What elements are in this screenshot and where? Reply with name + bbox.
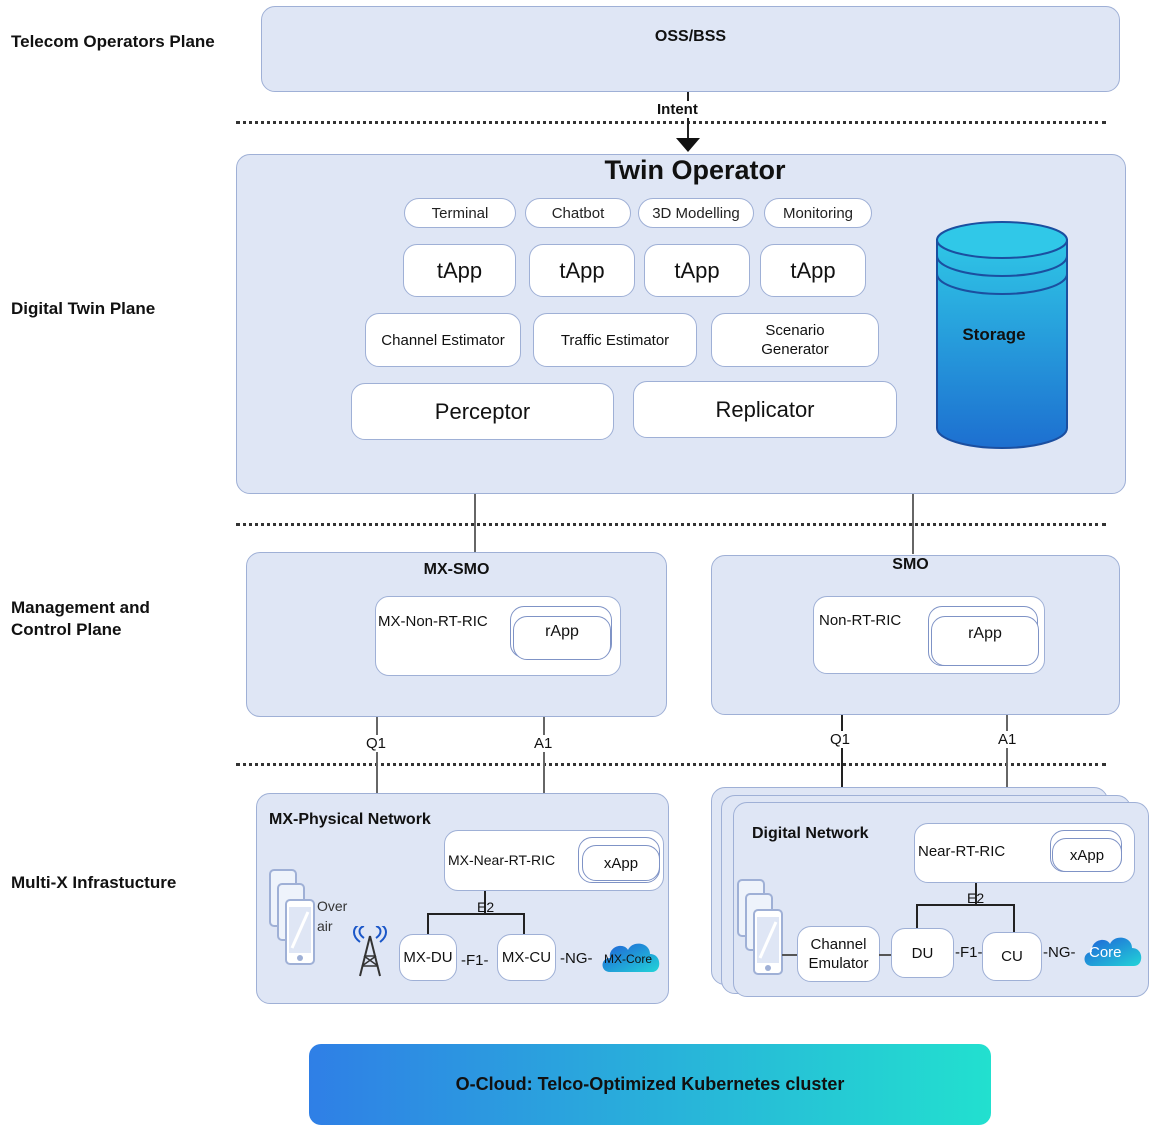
q1-label: Q1 xyxy=(828,731,853,748)
connector-line xyxy=(912,494,914,554)
tapp-box[interactable]: tApp xyxy=(644,244,750,297)
e2-link xyxy=(427,913,429,935)
e2-link xyxy=(1013,904,1015,932)
traffic-estimator-box[interactable]: Traffic Estimator xyxy=(533,313,697,367)
mx-cu-box[interactable]: MX-CU xyxy=(497,934,556,981)
perceptor-box[interactable]: Perceptor xyxy=(351,383,614,440)
oss-bss-panel[interactable] xyxy=(261,6,1120,92)
smo-title: SMO xyxy=(892,556,929,573)
ng-label: -NG- xyxy=(560,950,593,967)
e2-bracket xyxy=(916,904,1014,906)
a1-link xyxy=(543,717,545,793)
e2-link xyxy=(975,883,977,905)
mx-core-label: MX-Core xyxy=(604,952,653,966)
arrow-down-icon xyxy=(676,138,700,152)
e2-link xyxy=(484,891,486,914)
antenna-tower-icon xyxy=(353,926,387,977)
digital-network-title: Digital Network xyxy=(752,825,869,842)
e2-label: E2 xyxy=(967,890,985,906)
rapp-box[interactable]: rApp xyxy=(513,616,611,660)
e2-bracket xyxy=(427,913,524,915)
q1-link xyxy=(376,717,378,793)
core-cloud-icon[interactable] xyxy=(1080,928,1146,978)
connector-line xyxy=(782,954,798,956)
o-cloud-bar[interactable]: O-Cloud: Telco-Optimized Kubernetes clus… xyxy=(309,1044,991,1125)
tapp-box[interactable]: tApp xyxy=(529,244,635,297)
storage-label: Storage xyxy=(962,325,1026,344)
plane-label-multix: Multi-X Infrastucture xyxy=(11,873,177,892)
smartphone-icon xyxy=(737,879,783,975)
smartphone-icon xyxy=(269,869,315,965)
a1-link xyxy=(1006,715,1008,787)
q1-label: Q1 xyxy=(364,735,389,752)
tapp-box[interactable]: tApp xyxy=(403,244,516,297)
storage-cylinder-icon xyxy=(936,221,1068,449)
e2-link xyxy=(523,913,525,935)
rapp-box[interactable]: rApp xyxy=(931,616,1039,666)
f1-label: -F1- xyxy=(955,944,983,961)
ng-label: -NG- xyxy=(1043,944,1076,961)
f1-label: -F1- xyxy=(461,952,489,969)
mx-near-rt-ric-label: MX-Near-RT-RIC xyxy=(448,852,556,868)
mx-core-cloud-icon[interactable] xyxy=(598,934,666,984)
plane-separator xyxy=(236,523,1106,526)
mx-du-box[interactable]: MX-DU xyxy=(399,934,457,981)
twin-operator-title: Twin Operator xyxy=(604,155,786,185)
terminal-pill[interactable]: Terminal xyxy=(404,198,516,228)
scenario-generator-box[interactable]: Scenario Generator xyxy=(711,313,879,367)
mx-smo-title: MX-SMO xyxy=(423,561,490,578)
connector-line xyxy=(474,494,476,552)
intent-label: Intent xyxy=(655,101,700,118)
plane-label-digital-twin: Digital Twin Plane xyxy=(11,299,156,318)
e2-label: E2 xyxy=(477,899,495,915)
replicator-box[interactable]: Replicator xyxy=(633,381,897,438)
oss-bss-label: OSS/BSS xyxy=(654,28,727,45)
near-rt-ric-label: Near-RT-RIC xyxy=(918,843,1006,860)
q1-link xyxy=(841,715,843,787)
a1-label: A1 xyxy=(996,731,1019,748)
channel-estimator-box[interactable]: Channel Estimator xyxy=(365,313,521,367)
tapp-box[interactable]: tApp xyxy=(760,244,866,297)
core-label: Core xyxy=(1089,944,1122,961)
connector-line xyxy=(879,954,891,956)
xapp-box[interactable]: xApp xyxy=(1052,838,1122,872)
3d-modelling-pill[interactable]: 3D Modelling xyxy=(638,198,754,228)
mx-physical-network-panel xyxy=(256,793,669,1004)
e2-link xyxy=(916,904,918,928)
a1-label: A1 xyxy=(532,735,555,752)
plane-label-management: Management and Control Plane xyxy=(11,598,150,639)
cu-box[interactable]: CU xyxy=(982,932,1042,981)
over-air-label: Over air xyxy=(317,898,348,934)
monitoring-pill[interactable]: Monitoring xyxy=(764,198,872,228)
channel-emulator-box[interactable]: Channel Emulator xyxy=(797,926,880,982)
plane-label-telecom: Telecom Operators Plane xyxy=(11,32,215,51)
chatbot-pill[interactable]: Chatbot xyxy=(525,198,631,228)
plane-separator xyxy=(236,763,1106,766)
non-rt-ric-label: Non-RT-RIC xyxy=(819,612,902,629)
mx-physical-network-title: MX-Physical Network xyxy=(269,811,431,828)
du-box[interactable]: DU xyxy=(891,928,954,978)
plane-separator xyxy=(236,121,1106,124)
xapp-box[interactable]: xApp xyxy=(582,845,660,881)
mx-non-rt-ric-label: MX-Non-RT-RIC xyxy=(378,613,488,630)
